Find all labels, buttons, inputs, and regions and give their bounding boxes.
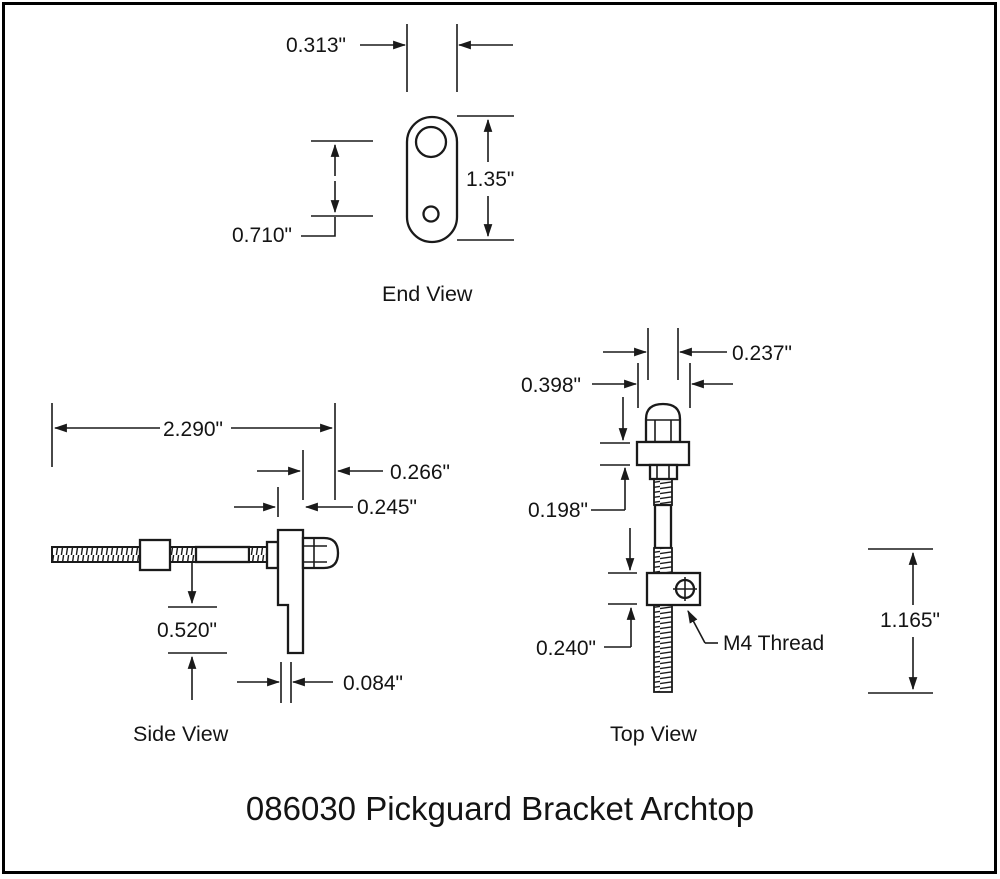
dim-label-side-step-height: 0.520"	[157, 619, 217, 642]
dim-side-overall-length: 2.290"	[51, 403, 336, 500]
smooth-shaft-section	[653, 503, 673, 550]
end-view-label: End View	[382, 282, 473, 306]
dim-top-flange-thickness: 0.198"	[528, 397, 630, 522]
dim-label-side-plate-thickness: 0.245"	[357, 496, 417, 519]
dim-label-top-flange-width: 0.398"	[521, 374, 581, 397]
hex-nut-side	[265, 540, 280, 570]
small-hole	[422, 205, 440, 223]
drawing-title: 086030 Pickguard Bracket Archtop	[246, 790, 754, 827]
threaded-shaft-section	[653, 547, 673, 574]
dim-top-thread-length: 1.165"	[868, 548, 940, 694]
top-view-label: Top View	[610, 722, 697, 746]
annotation-m4-thread: M4 Thread	[687, 610, 824, 655]
dim-top-flange-width: 0.398"	[521, 363, 733, 408]
dim-side-plate-thickness: 0.245"	[234, 487, 417, 519]
threaded-shaft-section	[653, 478, 673, 506]
threaded-rod-section	[169, 546, 197, 563]
dim-end-hole-spacing: 0.710"	[232, 140, 373, 247]
bracket-plate	[276, 528, 305, 655]
dim-end-height: 1.35"	[457, 115, 514, 241]
dim-label-end-width: 0.313"	[286, 34, 346, 57]
dim-end-width: 0.313"	[286, 24, 513, 92]
dim-label-top-block-thickness: 0.240"	[536, 637, 596, 660]
dim-top-shaft-width: 0.237"	[603, 328, 792, 380]
top-view: 0.237" 0.398"	[521, 328, 940, 746]
dim-label-side-bolt-head-length: 0.266"	[390, 461, 450, 484]
threaded-rod-section	[248, 546, 268, 563]
threaded-shaft-section	[653, 604, 673, 693]
dome-bolt-head	[644, 402, 682, 444]
end-view: 0.313" 1.35" 0.710" End View	[232, 24, 514, 306]
flange-collar	[635, 440, 691, 467]
dim-top-block-thickness: 0.240"	[536, 528, 637, 660]
side-view-label: Side View	[133, 722, 229, 746]
dim-label-side-overall-length: 2.290"	[163, 418, 223, 441]
top-view-part	[635, 402, 702, 693]
dim-label-top-shaft-width: 0.237"	[732, 342, 792, 365]
dim-label-top-thread-length: 1.165"	[880, 609, 940, 632]
dim-side-blade-thickness: 0.084"	[237, 662, 403, 703]
smooth-rod-section	[194, 545, 251, 564]
square-nut-block	[138, 538, 172, 572]
side-view-part	[51, 528, 340, 655]
side-view: 2.290" 0.266" 0.245"	[51, 403, 450, 746]
threaded-rod-section	[51, 546, 141, 563]
end-view-part	[405, 115, 459, 244]
large-hole	[414, 125, 448, 159]
dim-label-end-height: 1.35"	[466, 168, 514, 191]
annotation-label-m4-thread: M4 Thread	[723, 632, 824, 655]
bolt-head-side	[301, 536, 340, 570]
dim-side-bolt-head-length: 0.266"	[257, 450, 450, 500]
dim-side-step-height: 0.520"	[157, 563, 227, 700]
dim-label-top-flange-thickness: 0.198"	[528, 499, 588, 522]
hex-nut-top	[648, 463, 679, 481]
dim-label-end-hole-spacing: 0.710"	[232, 224, 292, 247]
dim-label-side-blade-thickness: 0.084"	[343, 672, 403, 695]
